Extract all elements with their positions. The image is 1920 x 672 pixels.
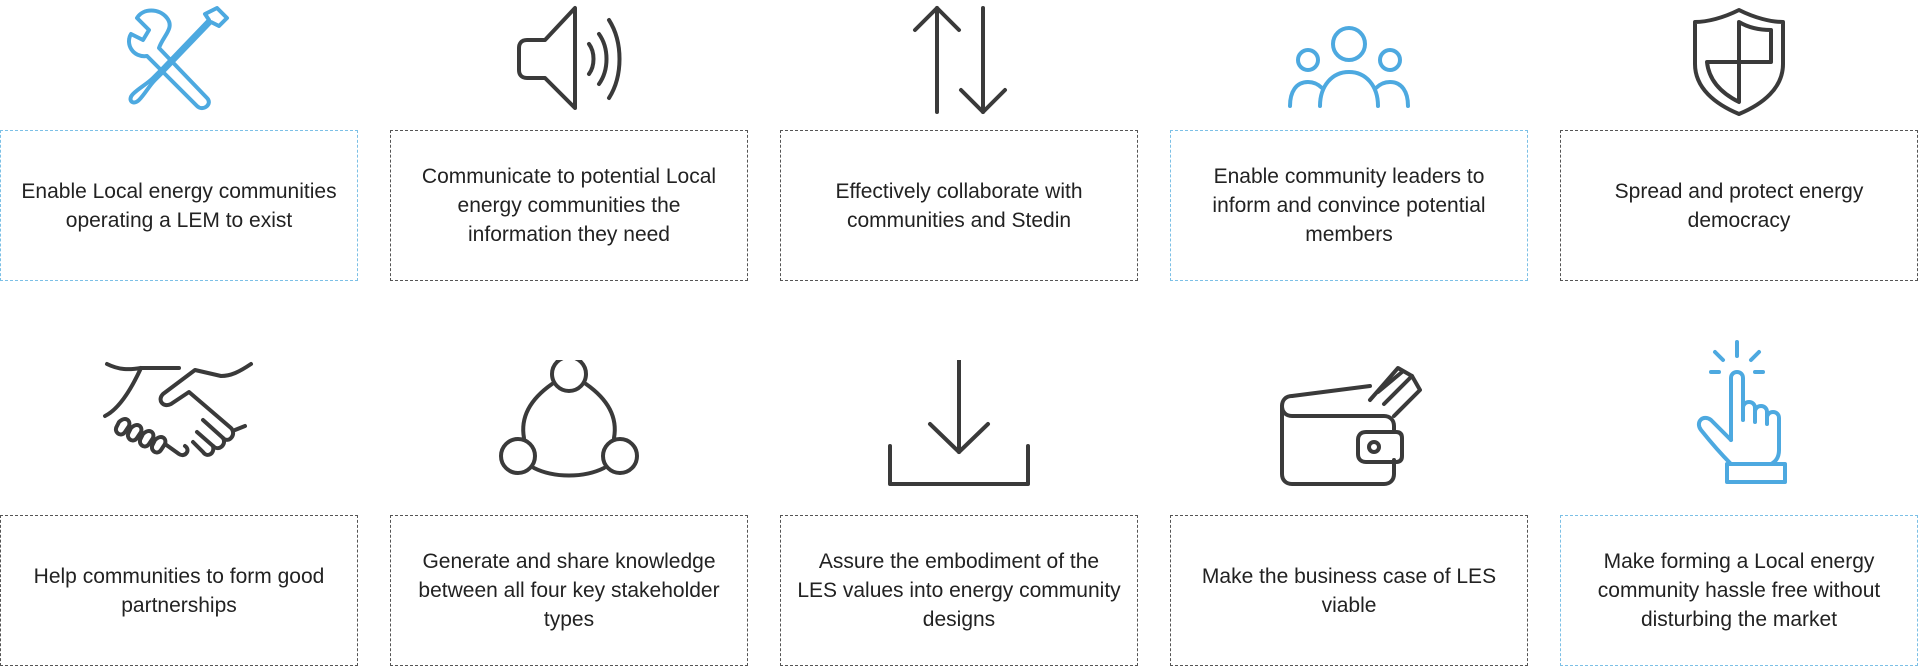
- card-label: Help communities to form good partnershi…: [33, 564, 325, 617]
- card-label: Spread and protect energy democracy: [1614, 179, 1864, 232]
- card-label: Make the business case of LES viable: [1201, 564, 1497, 617]
- card-text-box: Enable community leaders to inform and c…: [1170, 130, 1528, 281]
- card-label: Enable Local energy communities operatin…: [21, 179, 337, 232]
- card-text-box: Assure the embodiment of the LES values …: [780, 515, 1138, 666]
- pointer-hand-icon: [1560, 340, 1918, 484]
- people-icon: [1170, 0, 1528, 120]
- card-label: Assure the embodiment of the LES values …: [797, 550, 1121, 631]
- card-label: Effectively collaborate with communities…: [835, 179, 1083, 232]
- card-label: Make forming a Local energy community ha…: [1597, 550, 1881, 631]
- card-label: Generate and share knowledge between all…: [418, 550, 720, 631]
- card-text-box: Effectively collaborate with communities…: [780, 130, 1138, 281]
- card-label: Enable community leaders to inform and c…: [1212, 165, 1486, 246]
- card-text-box: Make the business case of LES viable: [1170, 515, 1528, 666]
- arrows-up-down-icon: [780, 0, 1138, 120]
- card-text-box: Enable Local energy communities operatin…: [0, 130, 358, 281]
- tools-icon: [0, 0, 358, 120]
- card-text-box: Generate and share knowledge between all…: [390, 515, 748, 666]
- card-text-box: Communicate to potential Local energy co…: [390, 130, 748, 281]
- card-text-box: Spread and protect energy democracy: [1560, 130, 1918, 281]
- shield-icon: [1560, 0, 1918, 120]
- card-text-box: Make forming a Local energy community ha…: [1560, 515, 1918, 666]
- handshake-icon: [0, 354, 358, 474]
- speaker-icon: [390, 0, 748, 120]
- download-icon: [780, 360, 1138, 486]
- network-icon: [390, 360, 748, 480]
- wallet-icon: [1170, 360, 1528, 486]
- card-label: Communicate to potential Local energy co…: [421, 165, 717, 246]
- card-text-box: Help communities to form good partnershi…: [0, 515, 358, 666]
